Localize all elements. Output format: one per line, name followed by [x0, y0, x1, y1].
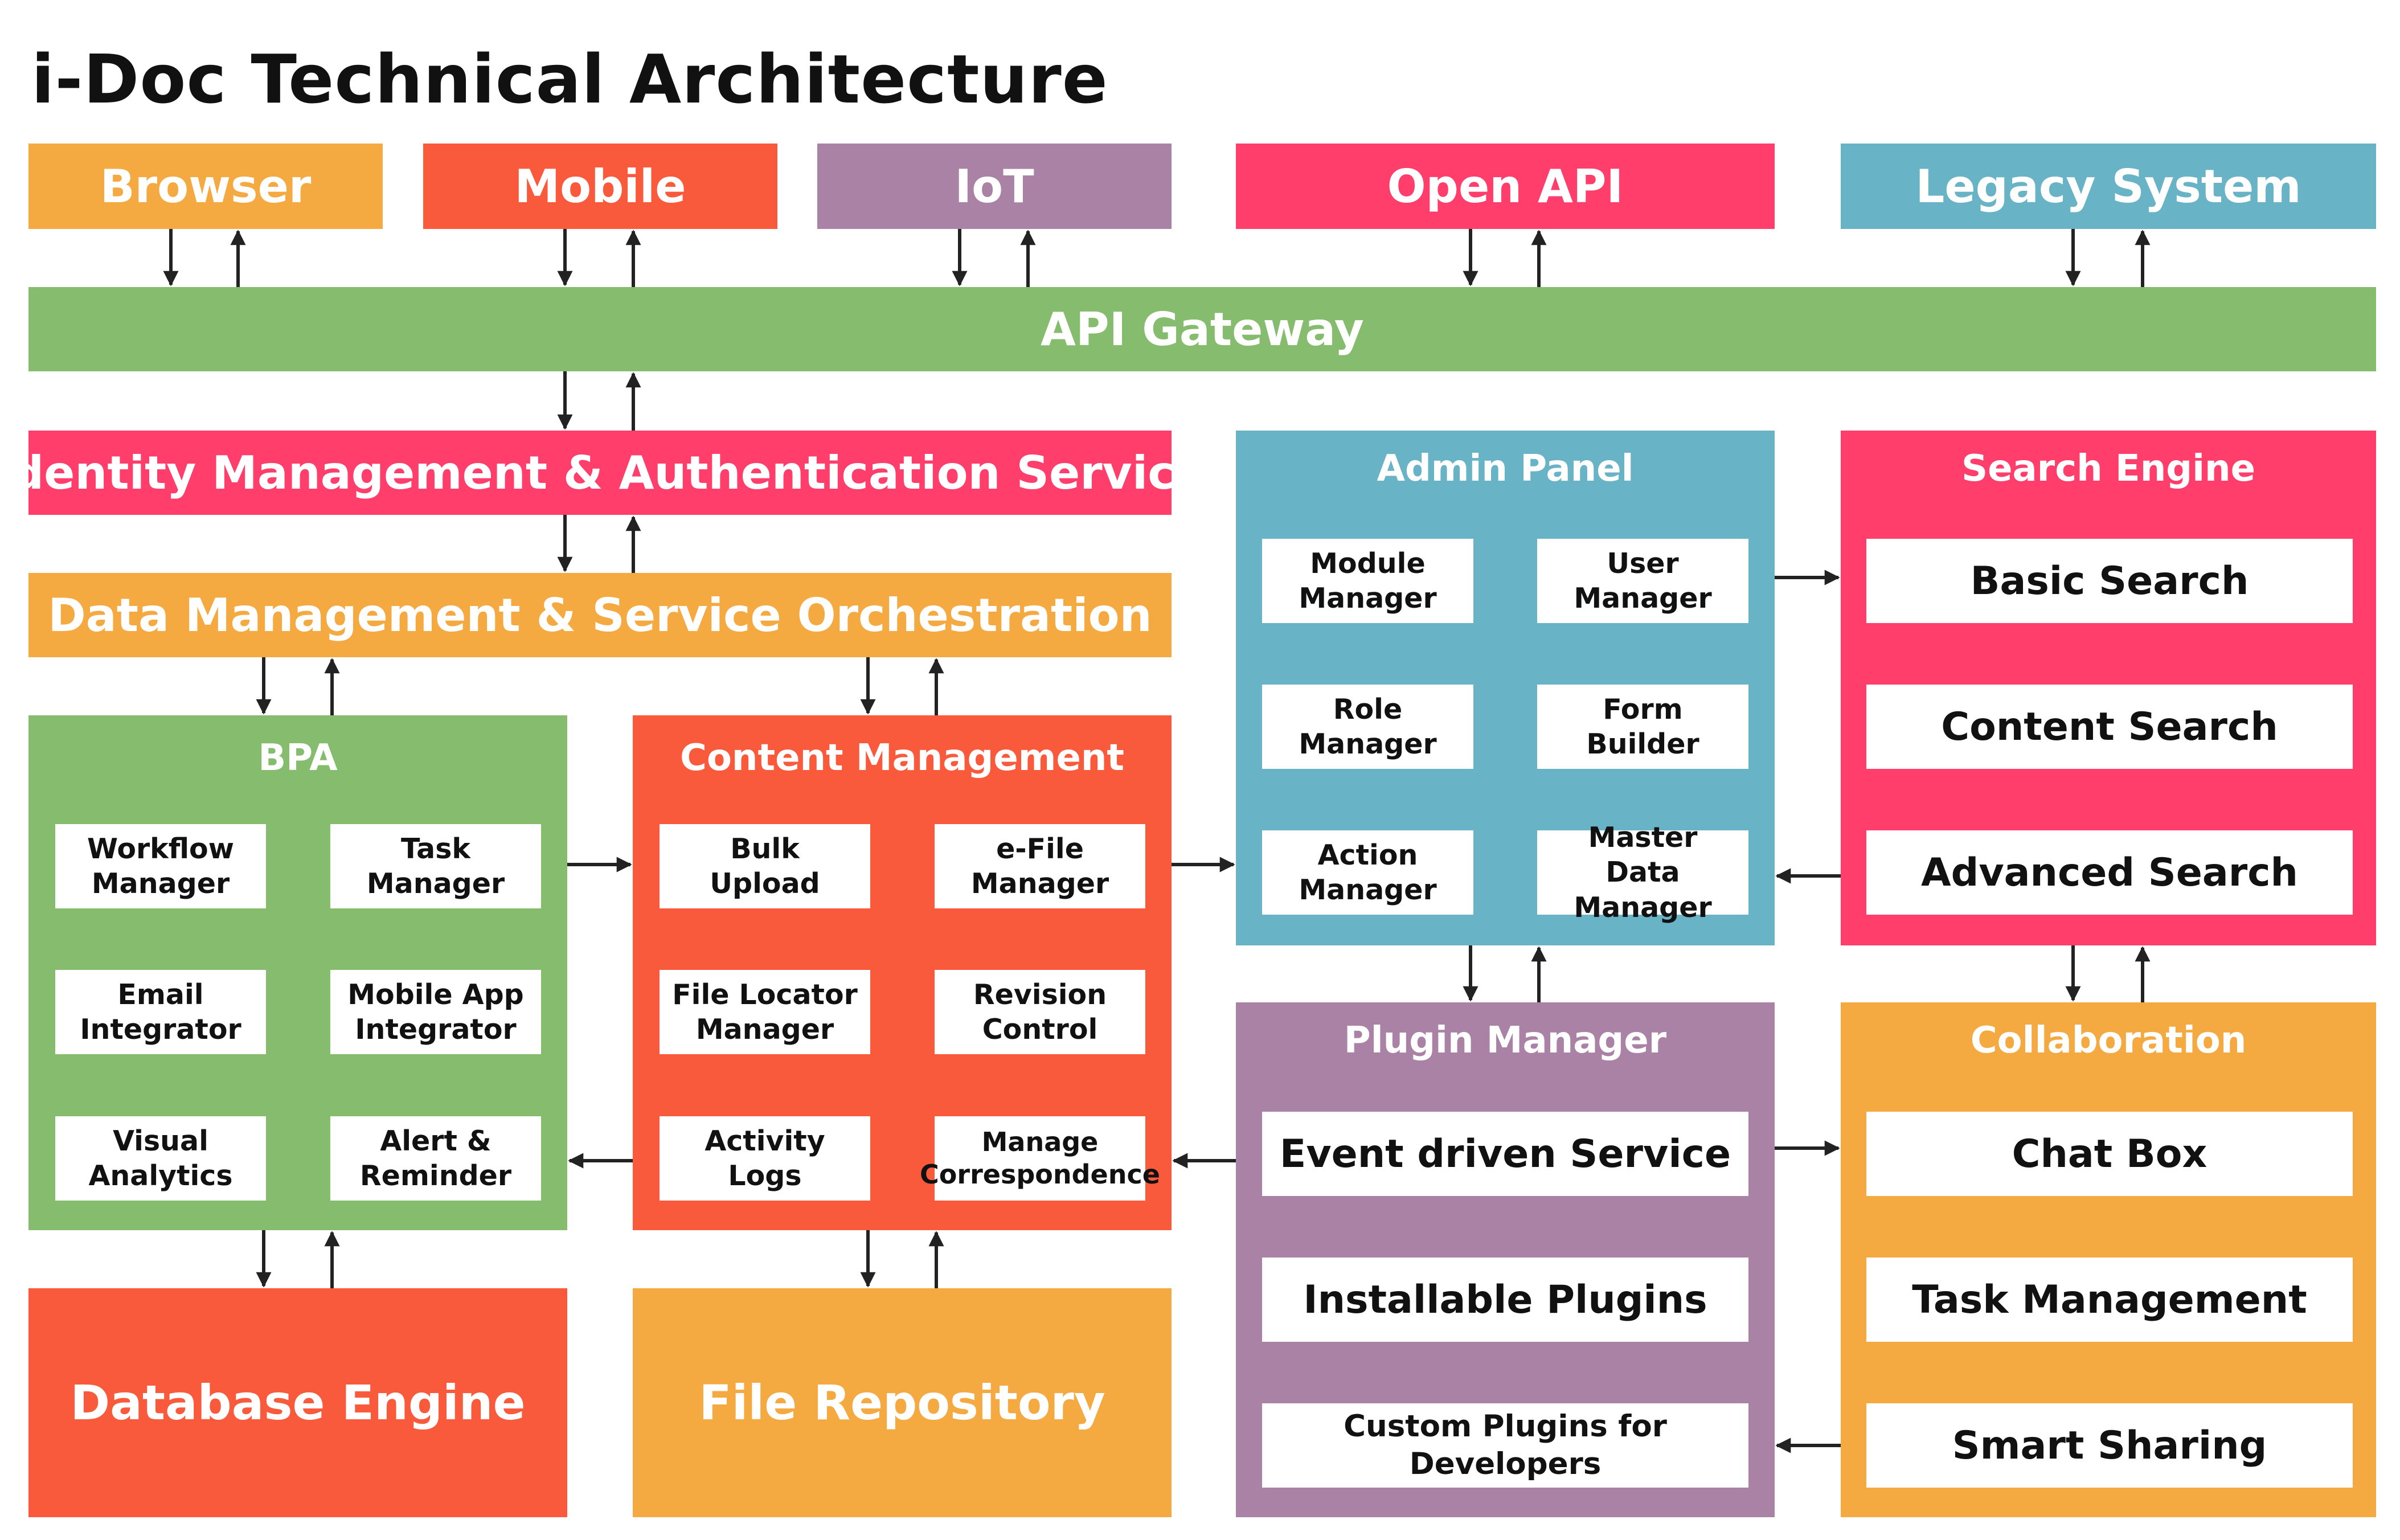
bpa-item-alert-reminder: Alert &Reminder — [330, 1116, 541, 1201]
client-open-api-label: Open API — [1387, 159, 1624, 213]
database-engine-label: Database Engine — [70, 1375, 526, 1431]
collab-item-smart-sharing: Smart Sharing — [1866, 1403, 2353, 1488]
page-title: i-Doc Technical Architecture — [31, 40, 1108, 118]
collab-item-task-management: Task Management — [1866, 1258, 2353, 1342]
client-browser-label: Browser — [100, 159, 312, 213]
plugin-item-custom-plugins-for-developers: Custom Plugins for Developers — [1262, 1403, 1748, 1488]
collaboration-panel: Collaboration Chat Box Task Management S… — [1841, 1002, 2376, 1517]
client-legacy-system: Legacy System — [1841, 144, 2376, 229]
client-legacy-system-label: Legacy System — [1915, 159, 2301, 213]
search-item-content-search: Content Search — [1866, 685, 2353, 769]
client-mobile: Mobile — [423, 144, 777, 229]
client-open-api: Open API — [1236, 144, 1775, 229]
file-repository: File Repository — [633, 1288, 1172, 1517]
api-gateway-label: API Gateway — [1041, 302, 1364, 356]
search-item-advanced-search: Advanced Search — [1866, 830, 2353, 915]
plugin-manager-title: Plugin Manager — [1344, 1019, 1667, 1062]
database-engine: Database Engine — [28, 1288, 567, 1517]
content-management-title: Content Management — [679, 737, 1125, 779]
identity-service-label: Identity Management & Authentication Ser… — [0, 446, 1206, 499]
client-browser: Browser — [28, 144, 383, 229]
plugin-item-event-driven-service: Event driven Service — [1262, 1112, 1748, 1196]
search-item-basic-search: Basic Search — [1866, 539, 2353, 623]
collaboration-title: Collaboration — [1970, 1019, 2247, 1062]
search-engine-panel: Search Engine Basic Search Content Searc… — [1841, 431, 2376, 945]
collab-item-chat-box: Chat Box — [1866, 1112, 2353, 1196]
identity-service: Identity Management & Authentication Ser… — [0, 431, 1206, 515]
search-engine-title: Search Engine — [1961, 448, 2256, 490]
bpa-title: BPA — [258, 737, 338, 779]
api-gateway: API Gateway — [28, 287, 2376, 371]
client-iot-label: IoT — [955, 159, 1034, 213]
plugin-item-installable-plugins: Installable Plugins — [1262, 1258, 1748, 1342]
client-mobile-label: Mobile — [514, 159, 686, 213]
data-management-orchestration: Data Management & Service Orchestration — [28, 573, 1172, 657]
file-repository-label: File Repository — [699, 1375, 1105, 1431]
admin-panel-title: Admin Panel — [1377, 448, 1634, 490]
plugin-manager-panel: Plugin Manager Event driven Service Inst… — [1236, 1002, 1775, 1517]
data-management-orchestration-label: Data Management & Service Orchestration — [48, 588, 1152, 642]
client-iot: IoT — [817, 144, 1172, 229]
